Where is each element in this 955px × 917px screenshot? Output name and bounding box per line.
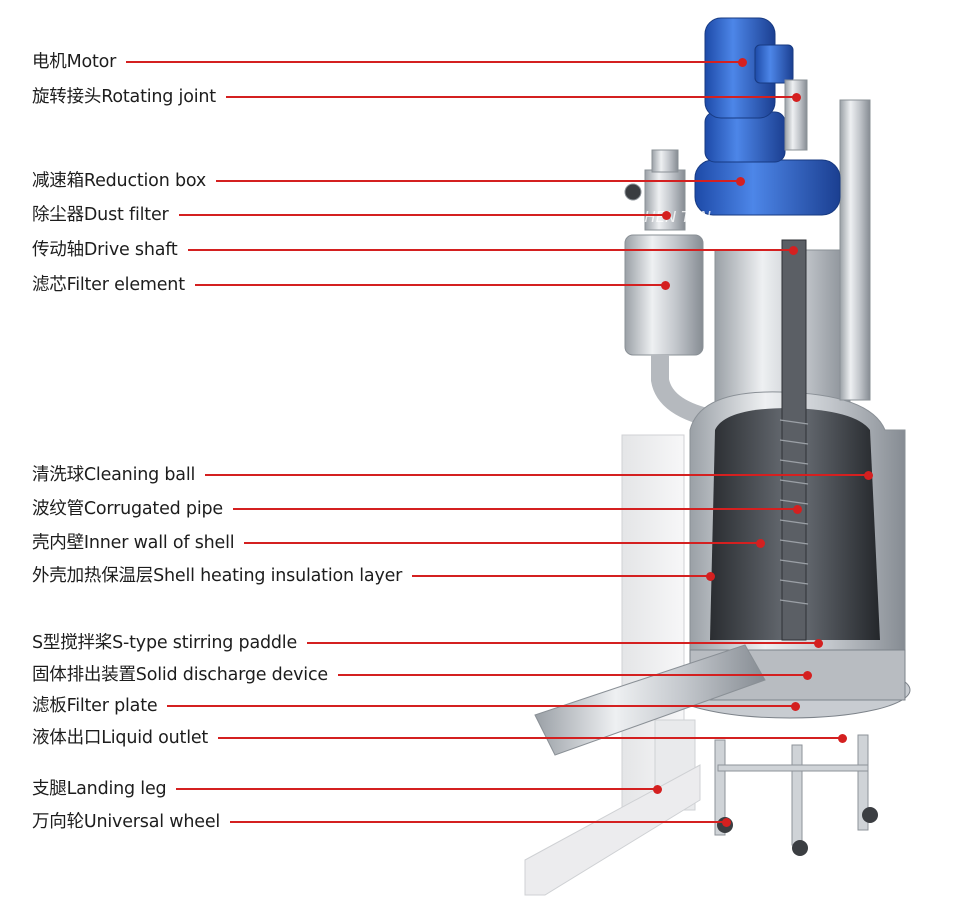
leader-dot-universal-wheel [721, 817, 731, 827]
leader-dot-corrugated-pipe [792, 504, 802, 514]
watermark: JHEN TEN [637, 208, 711, 226]
leader-line-universal-wheel [230, 821, 726, 823]
label-shell-heating-layer: 外壳加热保温层Shell heating insulation layer [32, 566, 403, 586]
leader-dot-solid-discharge [802, 670, 812, 680]
leader-dot-dust-filter [661, 210, 671, 220]
label-solid-discharge: 固体排出装置Solid discharge device [32, 665, 328, 685]
leader-dot-landing-leg [652, 784, 662, 794]
leader-line-filter-plate [167, 705, 795, 707]
label-universal-wheel: 万向轮Universal wheel [32, 812, 221, 832]
leader-dot-filter-plate [790, 701, 800, 711]
label-drive-shaft: 传动轴Drive shaft [32, 240, 178, 260]
label-inner-wall: 壳内壁Inner wall of shell [32, 533, 235, 553]
leader-line-stirring-paddle [307, 642, 818, 644]
leader-dot-drive-shaft [788, 245, 798, 255]
label-reduction-box: 减速箱Reduction box [32, 171, 206, 191]
label-filter-element: 滤芯Filter element [32, 275, 185, 295]
base-beam [524, 764, 701, 896]
label-rotating-joint: 旋转接头Rotating joint [32, 87, 216, 107]
leader-dot-cleaning-ball [863, 470, 873, 480]
leader-line-reduction-box [215, 180, 740, 182]
leader-line-motor [126, 61, 742, 63]
leader-line-corrugated-pipe [232, 508, 797, 510]
solid-discharge-tube [534, 644, 766, 756]
leader-line-dust-filter [178, 214, 666, 216]
leader-line-liquid-outlet [218, 737, 842, 739]
rotating-joint [784, 79, 808, 151]
leader-line-solid-discharge [337, 674, 807, 676]
leader-line-landing-leg [176, 788, 657, 790]
leader-line-rotating-joint [225, 96, 796, 98]
leader-line-drive-shaft [187, 249, 793, 251]
label-liquid-outlet: 液体出口Liquid outlet [32, 728, 209, 748]
leader-line-shell-heating-layer [412, 575, 710, 577]
label-landing-leg: 支腿Landing leg [32, 779, 167, 799]
reduction-box [694, 159, 841, 216]
label-filter-plate: 滤板Filter plate [32, 696, 158, 716]
leader-dot-rotating-joint [791, 92, 801, 102]
label-dust-filter: 除尘器Dust filter [32, 205, 169, 225]
leader-dot-reduction-box [735, 176, 745, 186]
leader-dot-liquid-outlet [837, 733, 847, 743]
leader-dot-shell-heating-layer [705, 571, 715, 581]
lift-cylinder [839, 99, 871, 401]
leader-line-inner-wall [244, 542, 760, 544]
dust-filter-body [624, 234, 704, 356]
drive-shaft [781, 239, 807, 641]
leader-dot-filter-element [660, 280, 670, 290]
label-corrugated-pipe: 波纹管Corrugated pipe [32, 499, 223, 519]
leader-line-cleaning-ball [205, 474, 868, 476]
label-stirring-paddle: S型搅拌桨S-type stirring paddle [32, 633, 298, 653]
leader-dot-stirring-paddle [813, 638, 823, 648]
label-cleaning-ball: 清洗球Cleaning ball [32, 465, 196, 485]
leader-line-filter-element [194, 284, 665, 286]
leader-dot-inner-wall [755, 538, 765, 548]
label-motor: 电机Motor [32, 52, 117, 72]
leader-dot-motor [737, 57, 747, 67]
